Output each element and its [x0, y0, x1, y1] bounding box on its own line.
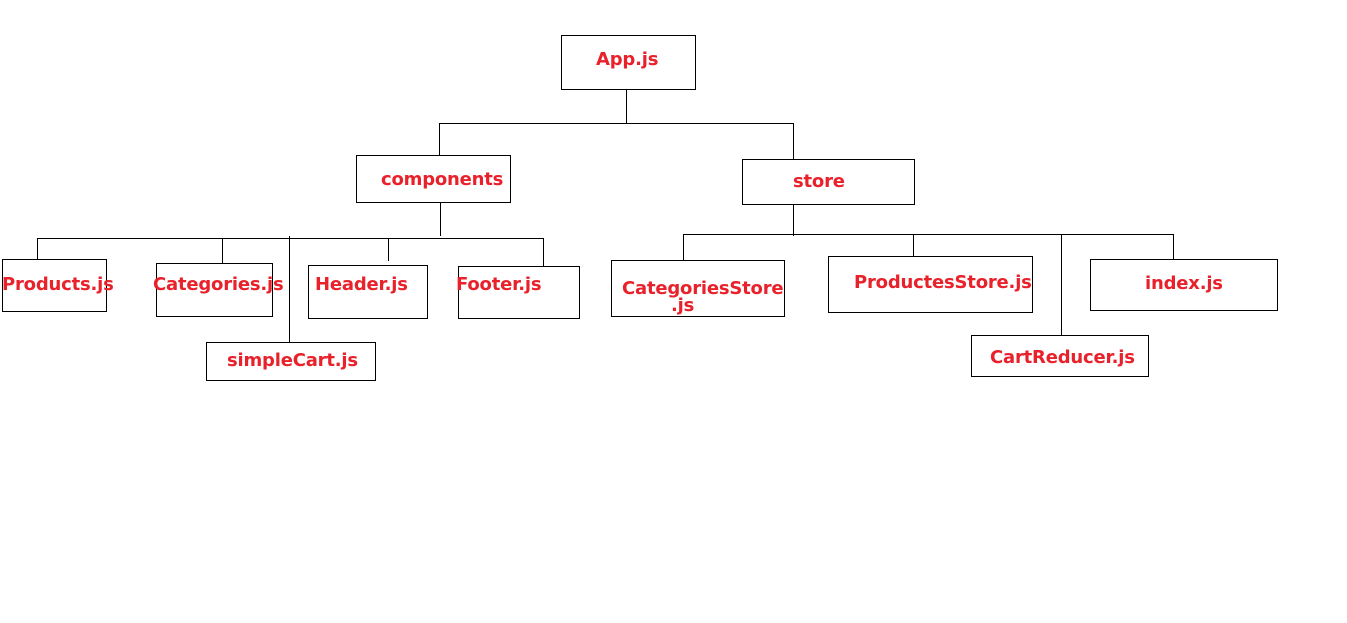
- node-categories-label: Categories.js: [153, 274, 284, 295]
- node-header-box: [308, 265, 428, 319]
- node-simple-cart-label: simpleCart.js: [227, 350, 358, 371]
- node-store-label: store: [793, 171, 845, 192]
- node-app-label: App.js: [596, 49, 659, 70]
- node-cart-reducer-box: [971, 335, 1149, 377]
- node-categories-box: [156, 263, 273, 317]
- node-app-box: [561, 35, 696, 90]
- node-categories-store-label-line2: .js: [671, 295, 695, 316]
- node-productes-store-label: ProductesStore.js: [854, 272, 1032, 293]
- node-categories-store-label-line1: CategoriesStore: [622, 278, 784, 299]
- node-products-box: [2, 259, 107, 312]
- node-categories-store-box: [611, 260, 785, 317]
- node-cart-reducer-label: CartReducer.js: [990, 347, 1135, 368]
- node-header-label: Header.js: [315, 274, 408, 295]
- node-components-label: components: [381, 169, 504, 190]
- node-index-box: [1090, 259, 1278, 311]
- node-components-box: [356, 155, 511, 203]
- node-productes-store-box: [828, 256, 1033, 313]
- node-footer-box: [458, 266, 580, 319]
- node-simple-cart-box: [206, 342, 376, 381]
- node-index-label: index.js: [1145, 273, 1223, 294]
- node-store-box: [742, 159, 915, 205]
- node-products-label: Products.js: [2, 274, 114, 295]
- node-footer-label: Footer.js: [456, 274, 542, 295]
